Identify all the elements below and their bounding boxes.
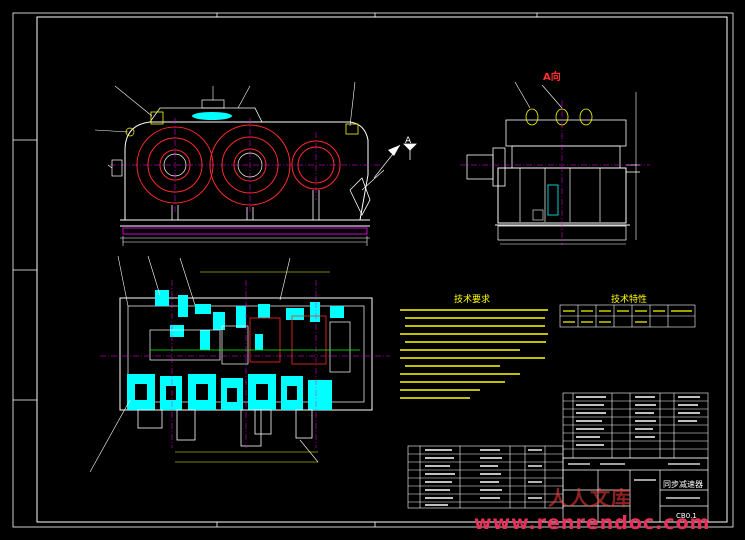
tech-requirements-title: 技术要求 — [454, 295, 491, 305]
section-arrow-a — [403, 143, 417, 160]
tech-requirements-lines — [400, 309, 548, 399]
side-view-a — [460, 81, 650, 245]
tech-specs-title: 技术特性 — [611, 295, 648, 305]
inner-border-frame — [36, 16, 728, 523]
title-block — [562, 457, 709, 523]
title-block-product-name: 同步减速器 — [663, 480, 703, 489]
front-view — [94, 81, 401, 246]
parts-list-right — [562, 392, 709, 459]
watermark-brand: 人人文库 — [548, 486, 632, 510]
tech-specs-table — [559, 304, 696, 328]
parts-list-left — [407, 445, 564, 509]
view-label-a: A向 — [543, 72, 561, 83]
plan-section-view — [89, 255, 390, 473]
watermark-url[interactable]: www.renrendoc.com — [474, 512, 711, 534]
title-block-drawing-code: CB0.1 — [676, 512, 697, 520]
section-label-a: A — [405, 136, 412, 146]
frame-ticks — [13, 13, 538, 527]
